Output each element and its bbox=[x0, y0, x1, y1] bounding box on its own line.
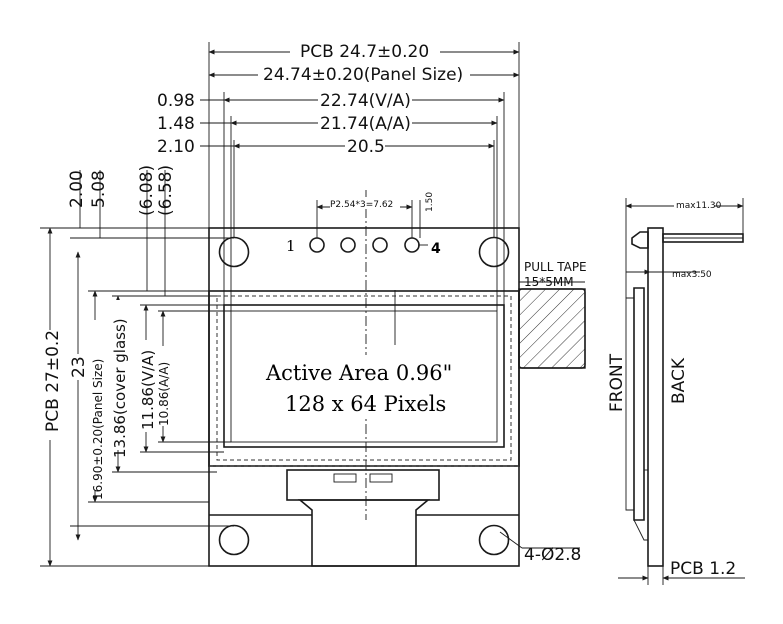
pin-label-last: 4 bbox=[431, 241, 441, 257]
active-area bbox=[230, 310, 498, 443]
dim-offset-aa: 1.48 bbox=[157, 114, 195, 134]
dim-top-offset-4: (6.58) bbox=[156, 165, 176, 216]
viewing-area bbox=[223, 304, 505, 448]
side-front-label: FRONT bbox=[607, 353, 627, 412]
side-pcb bbox=[647, 227, 664, 567]
dim-hole-span: 20.5 bbox=[347, 137, 385, 157]
pull-tape-label: PULL TAPE bbox=[524, 260, 587, 274]
pull-tape bbox=[518, 288, 586, 369]
left-dimensions: PCB 27±0.2 23 16.90±0.20(Panel Size) 13.… bbox=[40, 165, 234, 567]
active-area-label: Active Area 0.96" 128 x 64 Pixels bbox=[262, 355, 472, 417]
side-back-label: BACK bbox=[669, 357, 689, 404]
dim-va-height: 11.86(V/A) bbox=[139, 350, 157, 430]
side-max-module: max3.50 bbox=[672, 270, 712, 280]
mounting-hole-br bbox=[478, 524, 510, 556]
holes-callout: 4-Ø2.8 bbox=[524, 545, 581, 565]
dim-top-offset-3: (6.08) bbox=[137, 165, 157, 216]
active-area-pixels: 128 x 64 Pixels bbox=[285, 392, 446, 416]
pull-tape-size: 15*5MM bbox=[524, 275, 574, 289]
pin-hole-2 bbox=[340, 237, 356, 253]
side-pcb-thickness: PCB 1.2 bbox=[670, 559, 736, 579]
dim-top-offset-2: 5.08 bbox=[89, 170, 109, 208]
cover-glass-outline bbox=[216, 295, 512, 461]
dim-panel-width: 24.74±0.20(Panel Size) bbox=[263, 65, 463, 85]
dim-offset-hole: 2.10 bbox=[157, 137, 195, 157]
dim-va-width: 22.74(V/A) bbox=[320, 91, 411, 111]
pin-hole-3 bbox=[372, 237, 388, 253]
dim-top-offset-1: 2.00 bbox=[67, 170, 87, 208]
right-notes: PULL TAPE 15*5MM 4-Ø2.8 bbox=[499, 260, 587, 565]
pin-hole-1 bbox=[309, 237, 325, 253]
pin-hole-4 bbox=[404, 237, 420, 253]
mounting-hole-bl bbox=[218, 524, 250, 556]
side-view: max11.30 max3.50 FRONT BACK PCB 1.2 bbox=[607, 198, 745, 585]
dim-cover-glass: 13.86(cover glass) bbox=[111, 318, 129, 458]
dim-aa-height: 10.86(A/A) bbox=[157, 362, 171, 426]
dim-pcb-width: PCB 24.7±0.20 bbox=[300, 42, 429, 62]
pin-label-first: 1 bbox=[286, 237, 296, 255]
dim-panel-height: 16.90±0.20(Panel Size) bbox=[91, 359, 105, 500]
dim-offset-va: 0.98 bbox=[157, 91, 195, 111]
dim-pin-pitch: P2.54*3=7.62 bbox=[330, 200, 393, 210]
dim-hole-span-v: 23 bbox=[69, 356, 89, 378]
fpc-connector bbox=[297, 499, 431, 567]
active-area-title: Active Area 0.96" bbox=[265, 361, 452, 385]
side-max-total: max11.30 bbox=[676, 201, 722, 211]
dim-aa-width: 21.74(A/A) bbox=[320, 114, 411, 134]
dim-pin-height: 1.50 bbox=[425, 192, 435, 212]
top-dimensions: PCB 24.7±0.20 24.74±0.20(Panel Size) 22.… bbox=[157, 42, 520, 311]
fpc-upper-frame bbox=[286, 469, 440, 501]
dim-pcb-height: PCB 27±0.2 bbox=[43, 330, 63, 432]
